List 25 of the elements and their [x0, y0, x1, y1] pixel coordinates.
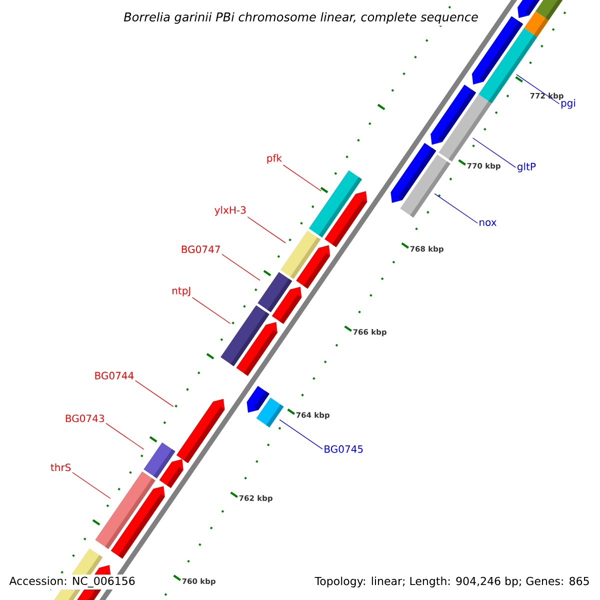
leader-line	[282, 164, 322, 192]
gene-label: BG0744	[95, 372, 134, 380]
leader-line	[279, 419, 323, 450]
leader-line	[434, 193, 478, 224]
gene-label: nox	[480, 220, 496, 226]
gene-label: thrS	[50, 463, 71, 472]
gene-label: ylxH-3	[214, 206, 246, 216]
footer-text: Accession: NC_006156	[7, 574, 138, 590]
leader-line	[134, 380, 174, 407]
leader-line	[106, 423, 144, 450]
gene-label: gltP	[517, 162, 536, 172]
footer-text: Topology: linear; Length: 904,246 bp; Genes: 865	[312, 574, 592, 590]
gene-label: BG0743	[66, 414, 104, 422]
gene-label: pgi	[561, 99, 576, 109]
leader-line	[516, 74, 560, 104]
leader-line	[247, 216, 286, 244]
leader-line	[192, 297, 231, 324]
gene-label: BG0747	[182, 246, 220, 254]
leader-line	[222, 254, 260, 281]
leader-line	[472, 138, 516, 168]
title: Borrelia garinii PBi chromosome linear, complete sequence	[122, 10, 480, 26]
leader-line	[72, 472, 111, 499]
gene-label: ntpJ	[172, 286, 190, 296]
gene-label: BG0745	[324, 445, 363, 453]
gene-label: pfk	[267, 154, 282, 164]
